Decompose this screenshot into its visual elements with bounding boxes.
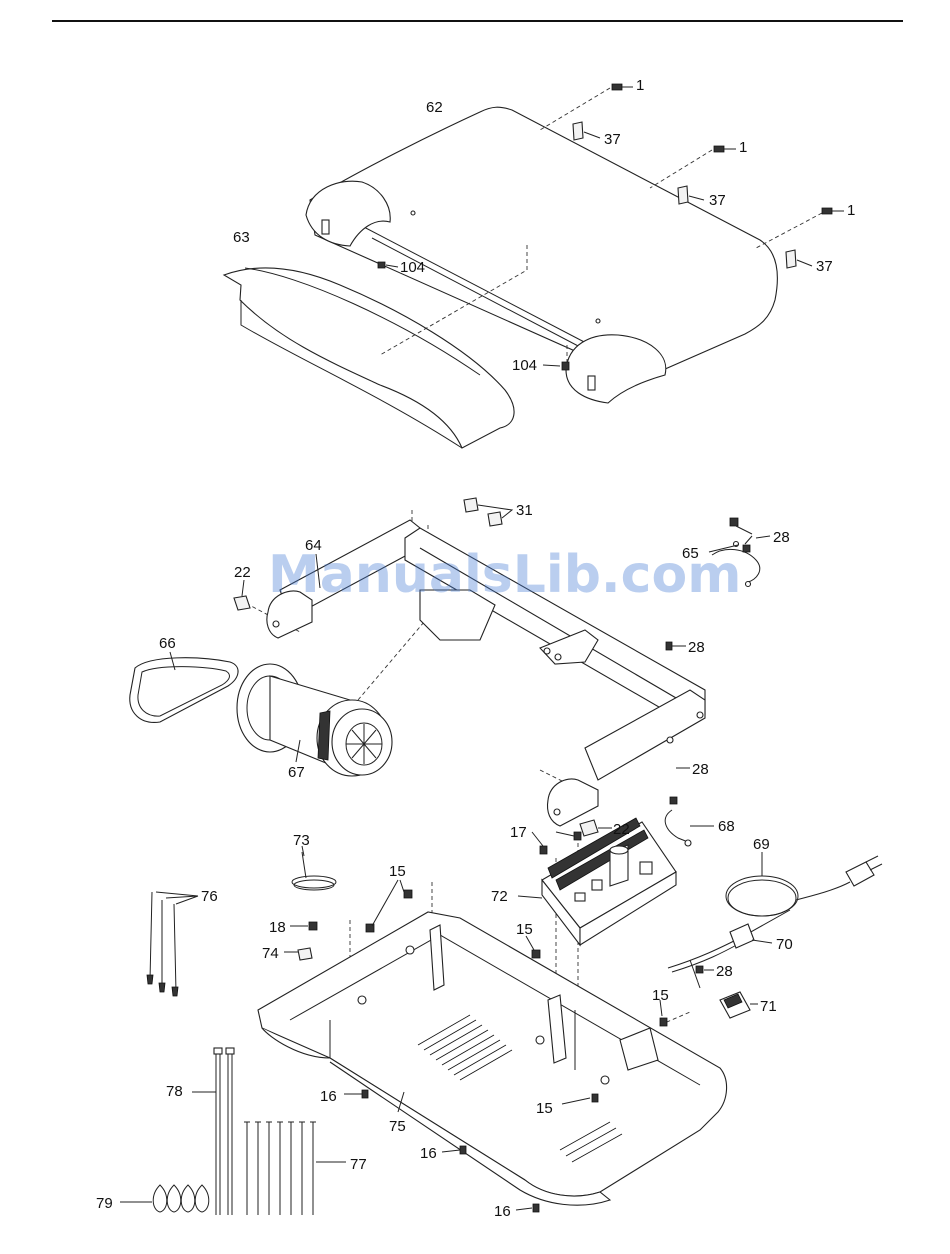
controller-72 [542,818,676,945]
drive-motor-67 [237,664,392,776]
label-69: 69 [753,836,770,853]
watermark: ManualsLib.com [268,545,741,605]
label-70: 70 [776,936,793,953]
label-68: 68 [718,818,735,835]
label-15: 15 [536,1100,553,1117]
label-104: 104 [512,357,537,374]
cable-ties-76 [147,892,178,996]
label-28: 28 [716,963,733,980]
label-72: 72 [491,888,508,905]
label-71: 71 [760,998,777,1015]
label-37: 37 [604,131,621,148]
label-67: 67 [288,764,305,781]
label-15: 15 [652,987,669,1004]
label-79: 79 [96,1195,113,1212]
hood-base-75 [258,912,727,1205]
label-1: 1 [739,139,747,156]
label-104: 104 [400,259,425,276]
label-78: 78 [166,1083,183,1100]
label-62: 62 [426,99,443,116]
motor-belt-66 [130,658,238,723]
label-16: 16 [494,1203,511,1220]
label-1: 1 [847,202,855,219]
label-75: 75 [389,1118,406,1135]
label-22: 22 [234,564,251,581]
wire-73 [292,852,336,890]
wire-68 [665,810,691,846]
label-74: 74 [262,945,279,962]
label-28: 28 [773,529,790,546]
label-63: 63 [233,229,250,246]
label-28: 28 [688,639,705,656]
power-cord-69 [726,856,882,916]
label-18: 18 [269,919,286,936]
ties-79 [153,1185,209,1212]
label-15: 15 [516,921,533,938]
label-22: 22 [613,821,630,838]
label-77: 77 [350,1156,367,1173]
label-16: 16 [320,1088,337,1105]
label-66: 66 [159,635,176,652]
label-37: 37 [709,192,726,209]
label-1: 1 [636,77,644,94]
switch-71 [720,992,750,1018]
label-17: 17 [510,824,527,841]
label-73: 73 [293,832,310,849]
label-37: 37 [816,258,833,275]
label-76: 76 [201,888,218,905]
label-15: 15 [389,863,406,880]
label-28: 28 [692,761,709,778]
label-16: 16 [420,1145,437,1162]
cable-ties-78 [214,1048,234,1215]
cable-ties-77 [244,1122,316,1215]
label-31: 31 [516,502,533,519]
